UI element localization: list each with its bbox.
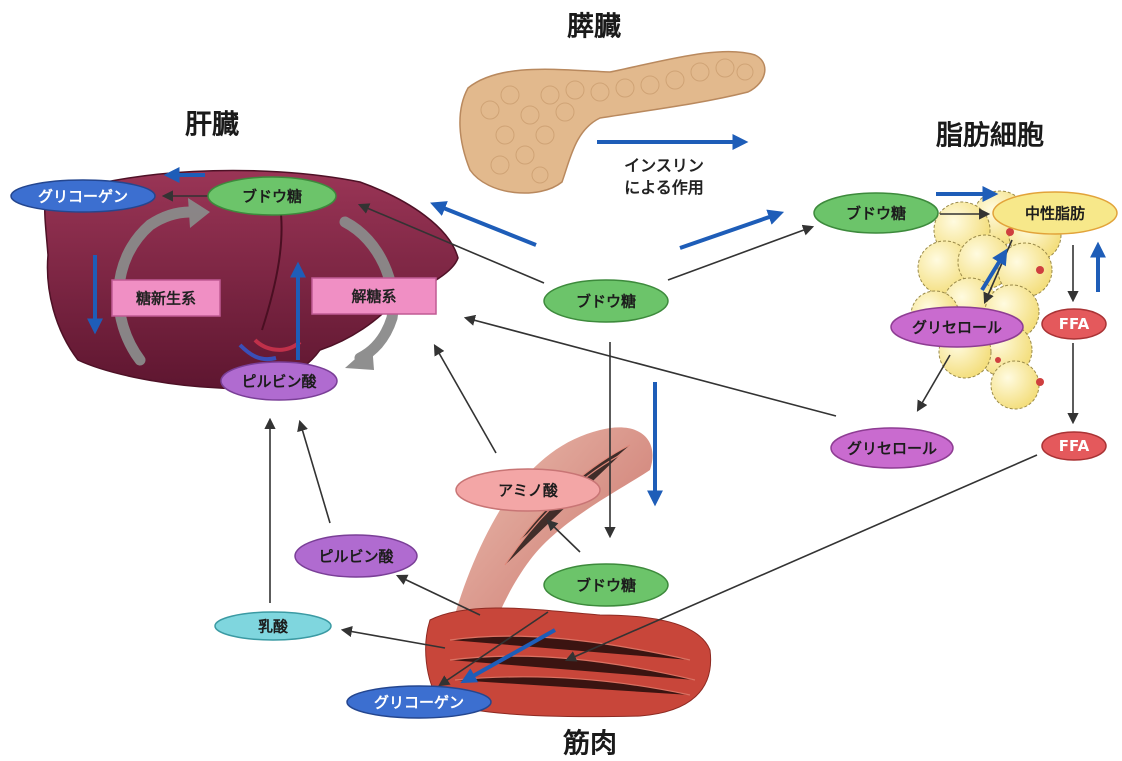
amino-acid-node: アミノ酸	[498, 480, 558, 501]
blood-ffa-node: FFA	[1059, 437, 1089, 455]
insulin-caption-line-2: による作用	[624, 177, 704, 199]
pancreas-title: 膵臓	[567, 5, 621, 44]
adipocyte-glycerol-node: グリセロール	[912, 317, 1002, 338]
adipocyte-title: 脂肪細胞	[936, 114, 1044, 153]
liver-glycogen-node: グリコーゲン	[38, 186, 128, 207]
liver-glucose-node: ブドウ糖	[242, 186, 302, 207]
blood-glucose-node: ブドウ糖	[576, 291, 636, 312]
adipocyte-glucose-node: ブドウ糖	[846, 203, 906, 224]
gluconeogenesis-box: 糖新生系	[136, 288, 196, 309]
insulin-caption: インスリン による作用	[624, 155, 704, 199]
muscle-title: 筋肉	[563, 722, 617, 761]
muscle-pyruvate-node: ピルビン酸	[318, 546, 393, 567]
muscle-glycogen-node: グリコーゲン	[374, 692, 464, 713]
liver-pyruvate-node: ピルビン酸	[241, 371, 316, 392]
muscle-glucose-node: ブドウ糖	[576, 575, 636, 596]
adipocyte-ffa-node: FFA	[1059, 315, 1089, 333]
insulin-caption-line-1: インスリン	[624, 155, 704, 177]
glycolysis-box: 解糖系	[351, 286, 396, 307]
pancreas-illustration	[460, 52, 765, 193]
triglyceride-node: 中性脂肪	[1025, 203, 1085, 224]
blood-glycerol-node: グリセロール	[847, 438, 937, 459]
liver-title: 肝臓	[185, 103, 239, 142]
lactate-node: 乳酸	[258, 616, 288, 637]
